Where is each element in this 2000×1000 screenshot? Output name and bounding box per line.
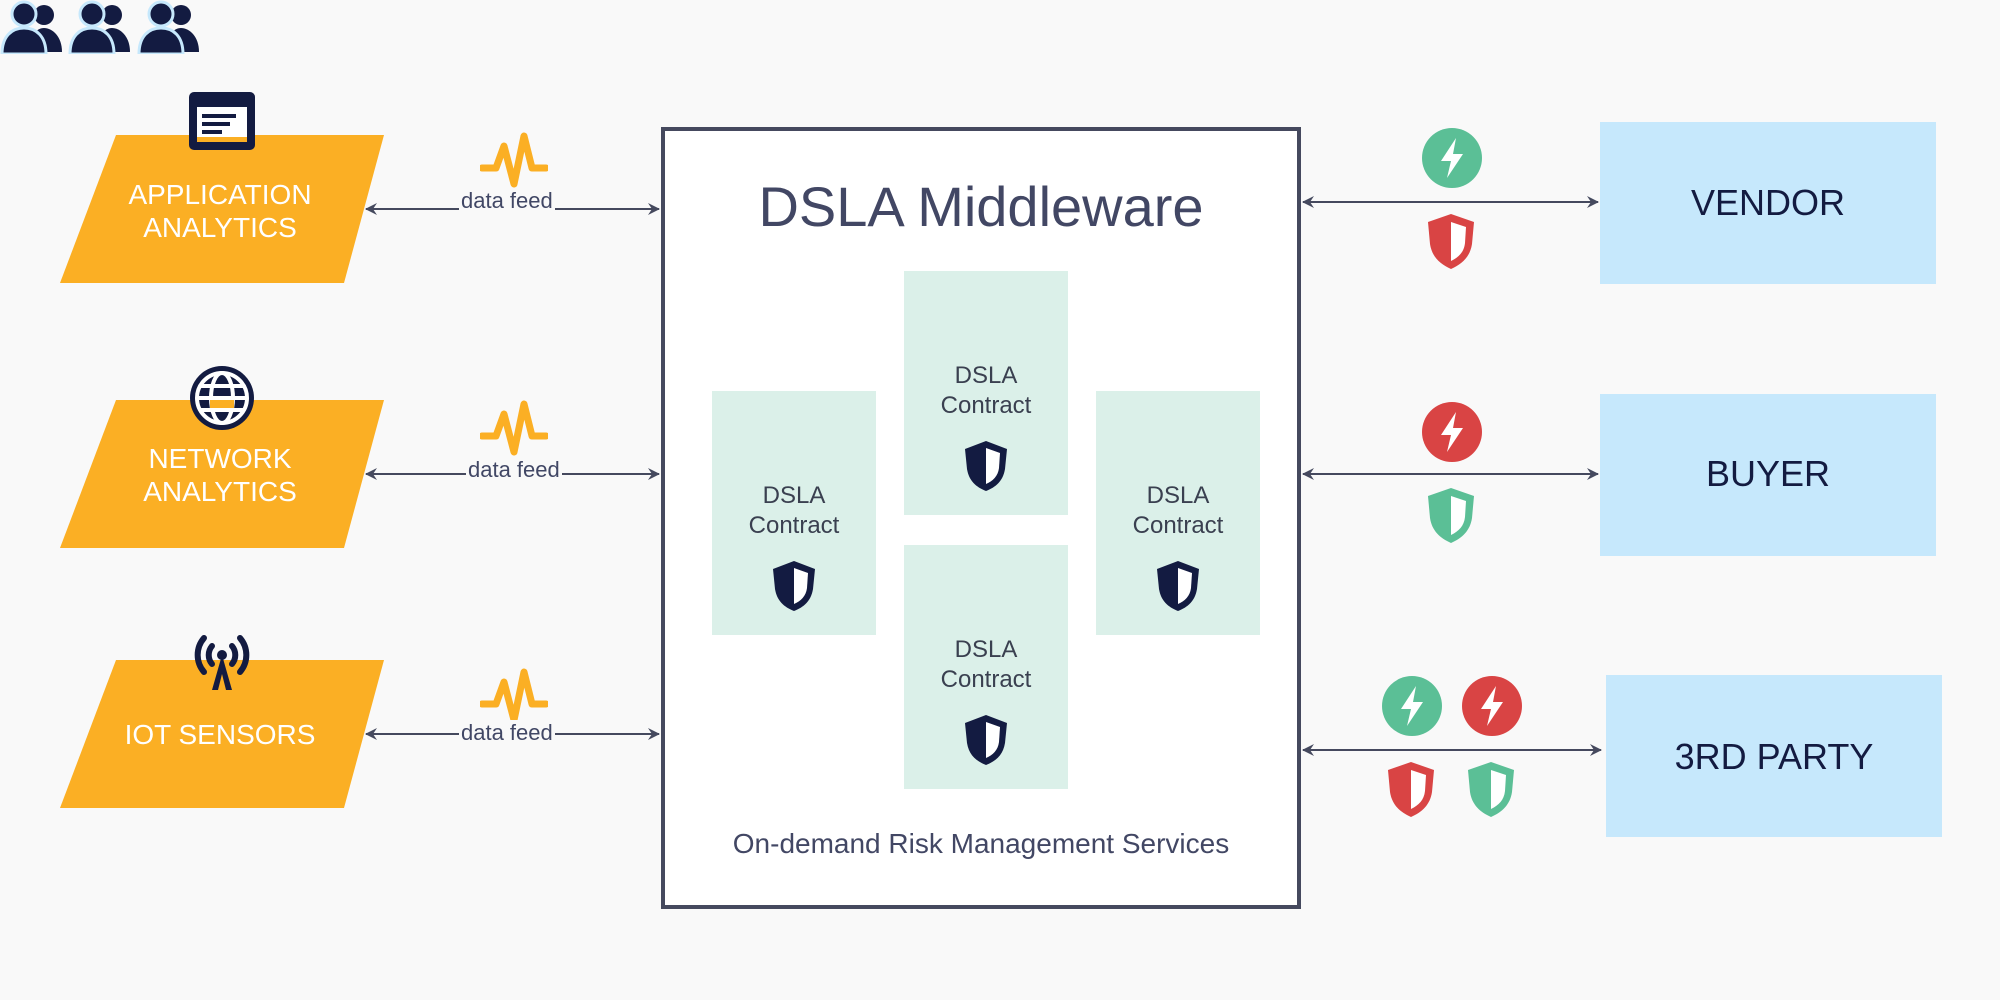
middleware-title: DSLA Middleware — [758, 175, 1204, 238]
source-iot-sensors: IOT SENSORS — [0, 660, 400, 808]
contract-text: DSLA Contract — [904, 361, 1068, 421]
contract-line2: Contract — [1132, 512, 1224, 539]
contract-line1: DSLA — [954, 362, 1018, 389]
people-icon — [0, 0, 62, 56]
source-label-line2: ANALYTICS — [143, 476, 297, 507]
source-application-analytics: APPLICATION ANALYTICS — [0, 135, 400, 283]
contract-line1: DSLA — [762, 482, 826, 509]
people-icon — [68, 0, 131, 56]
lightning-icon — [1422, 128, 1482, 188]
dsla-middleware-box: DSLA Middleware DSLA Contract DSLA Contr… — [661, 127, 1301, 909]
lightning-icon — [1422, 402, 1482, 462]
data-feed-label: data feed — [466, 457, 562, 483]
source-label: IOT SENSORS — [95, 718, 345, 751]
contract-text: DSLA Contract — [712, 481, 876, 541]
source-label: APPLICATION ANALYTICS — [95, 178, 345, 244]
contract-line1: DSLA — [1146, 482, 1210, 509]
source-label: NETWORK ANALYTICS — [95, 442, 345, 508]
dsla-contract-card: DSLA Contract — [1096, 391, 1260, 635]
shield-icon — [965, 715, 1007, 765]
lightning-icon — [1462, 676, 1522, 736]
shield-icon — [773, 561, 815, 611]
party-3rd-party: 3RD PARTY — [1606, 675, 1942, 837]
pulse-icon — [480, 400, 548, 456]
source-shape — [60, 660, 384, 808]
shield-icon — [965, 441, 1007, 491]
shield-icon — [1428, 214, 1474, 269]
party-vendor: VENDOR — [1600, 122, 1936, 284]
contract-line1: DSLA — [954, 636, 1018, 663]
source-label-line1: IOT SENSORS — [124, 719, 316, 750]
source-label-line1: APPLICATION — [128, 179, 312, 210]
globe-icon — [190, 366, 254, 430]
middleware-subtitle: On-demand Risk Management Services — [732, 828, 1230, 859]
source-shape — [60, 135, 384, 283]
data-feed-label: data feed — [459, 720, 555, 746]
people-icon — [137, 0, 199, 56]
shield-icon — [1468, 762, 1514, 817]
party-label: BUYER — [1705, 453, 1831, 494]
contract-text: DSLA Contract — [904, 635, 1068, 695]
data-feed-label: data feed — [459, 188, 555, 214]
contract-text: DSLA Contract — [1096, 481, 1260, 541]
antenna-icon — [194, 635, 250, 690]
party-label: VENDOR — [1690, 182, 1846, 223]
shield-icon — [1157, 561, 1199, 611]
contract-line2: Contract — [748, 512, 840, 539]
party-label: 3RD PARTY — [1674, 736, 1874, 777]
party-buyer: BUYER — [1600, 394, 1936, 556]
pulse-icon — [480, 668, 548, 724]
pulse-icon — [480, 132, 548, 188]
source-label-line2: ANALYTICS — [143, 212, 297, 243]
shield-icon — [1428, 488, 1474, 543]
dsla-contract-card: DSLA Contract — [712, 391, 876, 635]
browser-window-icon — [189, 92, 255, 150]
shield-icon — [1388, 762, 1434, 817]
contract-line2: Contract — [940, 666, 1032, 693]
dsla-contract-card: DSLA Contract — [904, 271, 1068, 515]
lightning-icon — [1382, 676, 1442, 736]
contract-line2: Contract — [940, 392, 1032, 419]
source-label-line1: NETWORK — [148, 443, 292, 474]
dsla-contract-card: DSLA Contract — [904, 545, 1068, 789]
